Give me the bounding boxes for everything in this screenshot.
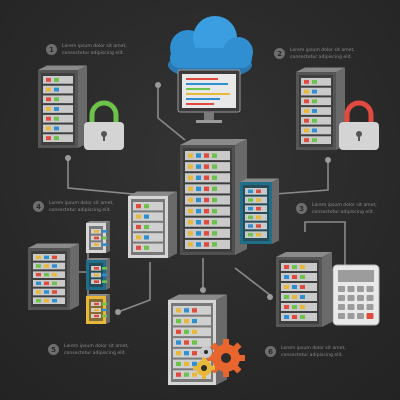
server-rack-center-left [128,191,177,258]
padlock-icon-green [84,100,124,150]
server-rack-left-small-3 [86,294,110,324]
callout-text-line1: Lorem ipsum dolor sit amet, [49,201,114,206]
callout-2: 2 Lorem ipsum dolor sit amet, consectetur… [274,48,355,60]
connector-dots [65,82,331,315]
callout-3: 3 Lorem ipsum dolor sit amet, consectetur… [296,203,377,215]
callout-number: 6 [265,346,276,357]
callout-text-line2: consectetur adipiscing elit. [312,210,375,215]
server-rack-top-right [296,67,345,150]
server-rack-center-main [180,139,247,255]
callout-4: 4 Lorem ipsum dolor sit amet, consectetur… [33,201,114,213]
callout-text-line1: Lorem ipsum dolor sit amet, [312,203,377,208]
padlock-icon-red [339,100,379,150]
server-rack-top-left [38,65,87,148]
callout-text-line2: consectetur adipiscing elit. [62,51,125,56]
server-rack-center-right [240,178,279,244]
callout-number: 4 [33,201,44,212]
callout-text-line1: Lorem ipsum dolor sit amet, [281,346,346,351]
server-rack-bottom-right [276,252,332,327]
callout-number: 1 [46,44,57,55]
callout-text-line2: consectetur adipiscing elit. [64,351,127,356]
callout-text-line2: consectetur adipiscing elit. [290,55,353,60]
monitor-icon [177,69,241,123]
callout-5: 5 Lorem ipsum dolor sit amet, consectetur… [48,344,129,356]
calculator-icon [332,264,380,326]
server-rack-left-small-2 [86,258,110,290]
gear-icon [193,339,245,379]
callout-text-line2: consectetur adipiscing elit. [281,353,344,358]
callout-number: 2 [274,48,285,59]
callout-6: 6 Lorem ipsum dolor sit amet, consectetur… [265,346,346,358]
callout-number: 5 [48,344,59,355]
callout-number: 3 [296,203,307,214]
callout-text-line1: Lorem ipsum dolor sit amet, [62,44,127,49]
callout-text-line1: Lorem ipsum dolor sit amet, [64,344,129,349]
server-rack-left-main [28,243,79,310]
callout-text-line1: Lorem ipsum dolor sit amet, [290,48,355,53]
callout-text-line2: consectetur adipiscing elit. [49,208,112,213]
server-rack-left-small-1 [86,221,110,253]
callout-1: 1 Lorem ipsum dolor sit amet, consectetur… [46,44,127,56]
